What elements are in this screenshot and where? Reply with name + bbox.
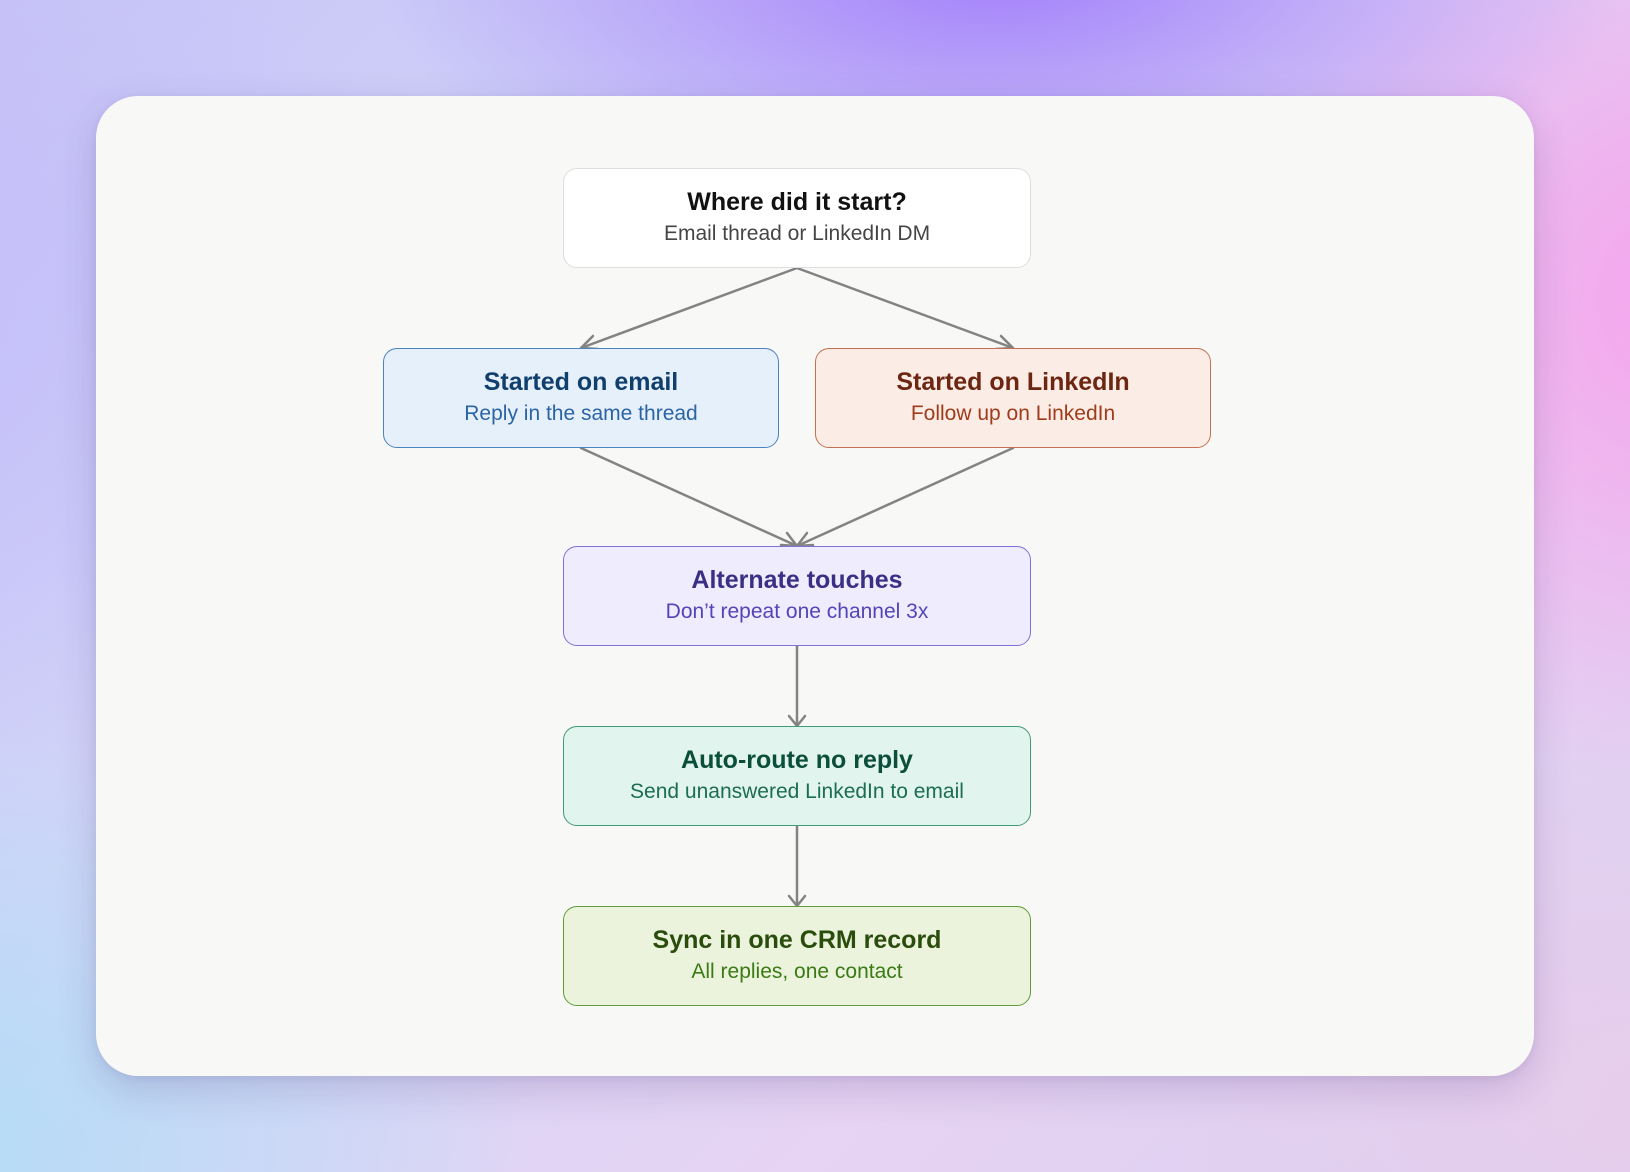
edge-alternate-to-autoroute [787,644,807,728]
node-auto-route-no-reply: Auto-route no reply Send unanswered Link… [563,726,1031,826]
node-alternate-touches: Alternate touches Don’t repeat one chann… [563,546,1031,646]
node-start: Where did it start? Email thread or Link… [563,168,1031,268]
edge-start-to-linkedin [795,266,1015,351]
node-started-on-email: Started on email Reply in the same threa… [383,348,779,448]
node-sync-title: Sync in one CRM record [652,926,942,954]
node-linkedin-subtitle: Follow up on LinkedIn [910,402,1116,425]
node-linkedin-title: Started on LinkedIn [896,368,1130,396]
edge-linkedin-to-alternate [795,446,1015,548]
node-autoroute-subtitle: Send unanswered LinkedIn to email [630,780,964,803]
node-start-subtitle: Email thread or LinkedIn DM [663,222,931,245]
node-sync-crm-record: Sync in one CRM record All replies, one … [563,906,1031,1006]
diagram-card: Where did it start? Email thread or Link… [96,96,1534,1076]
node-sync-subtitle: All replies, one contact [691,960,903,983]
node-started-on-linkedin: Started on LinkedIn Follow up on LinkedI… [815,348,1211,448]
edge-email-to-alternate [579,446,799,548]
node-email-subtitle: Reply in the same thread [464,402,698,425]
node-email-title: Started on email [483,368,679,396]
node-start-title: Where did it start? [687,188,907,216]
connectors [579,266,1015,908]
node-autoroute-title: Auto-route no reply [681,746,913,774]
node-alternate-title: Alternate touches [691,566,903,594]
edge-start-to-email [579,266,799,351]
node-alternate-subtitle: Don’t repeat one channel 3x [665,600,929,623]
edge-autoroute-to-sync [787,824,807,908]
